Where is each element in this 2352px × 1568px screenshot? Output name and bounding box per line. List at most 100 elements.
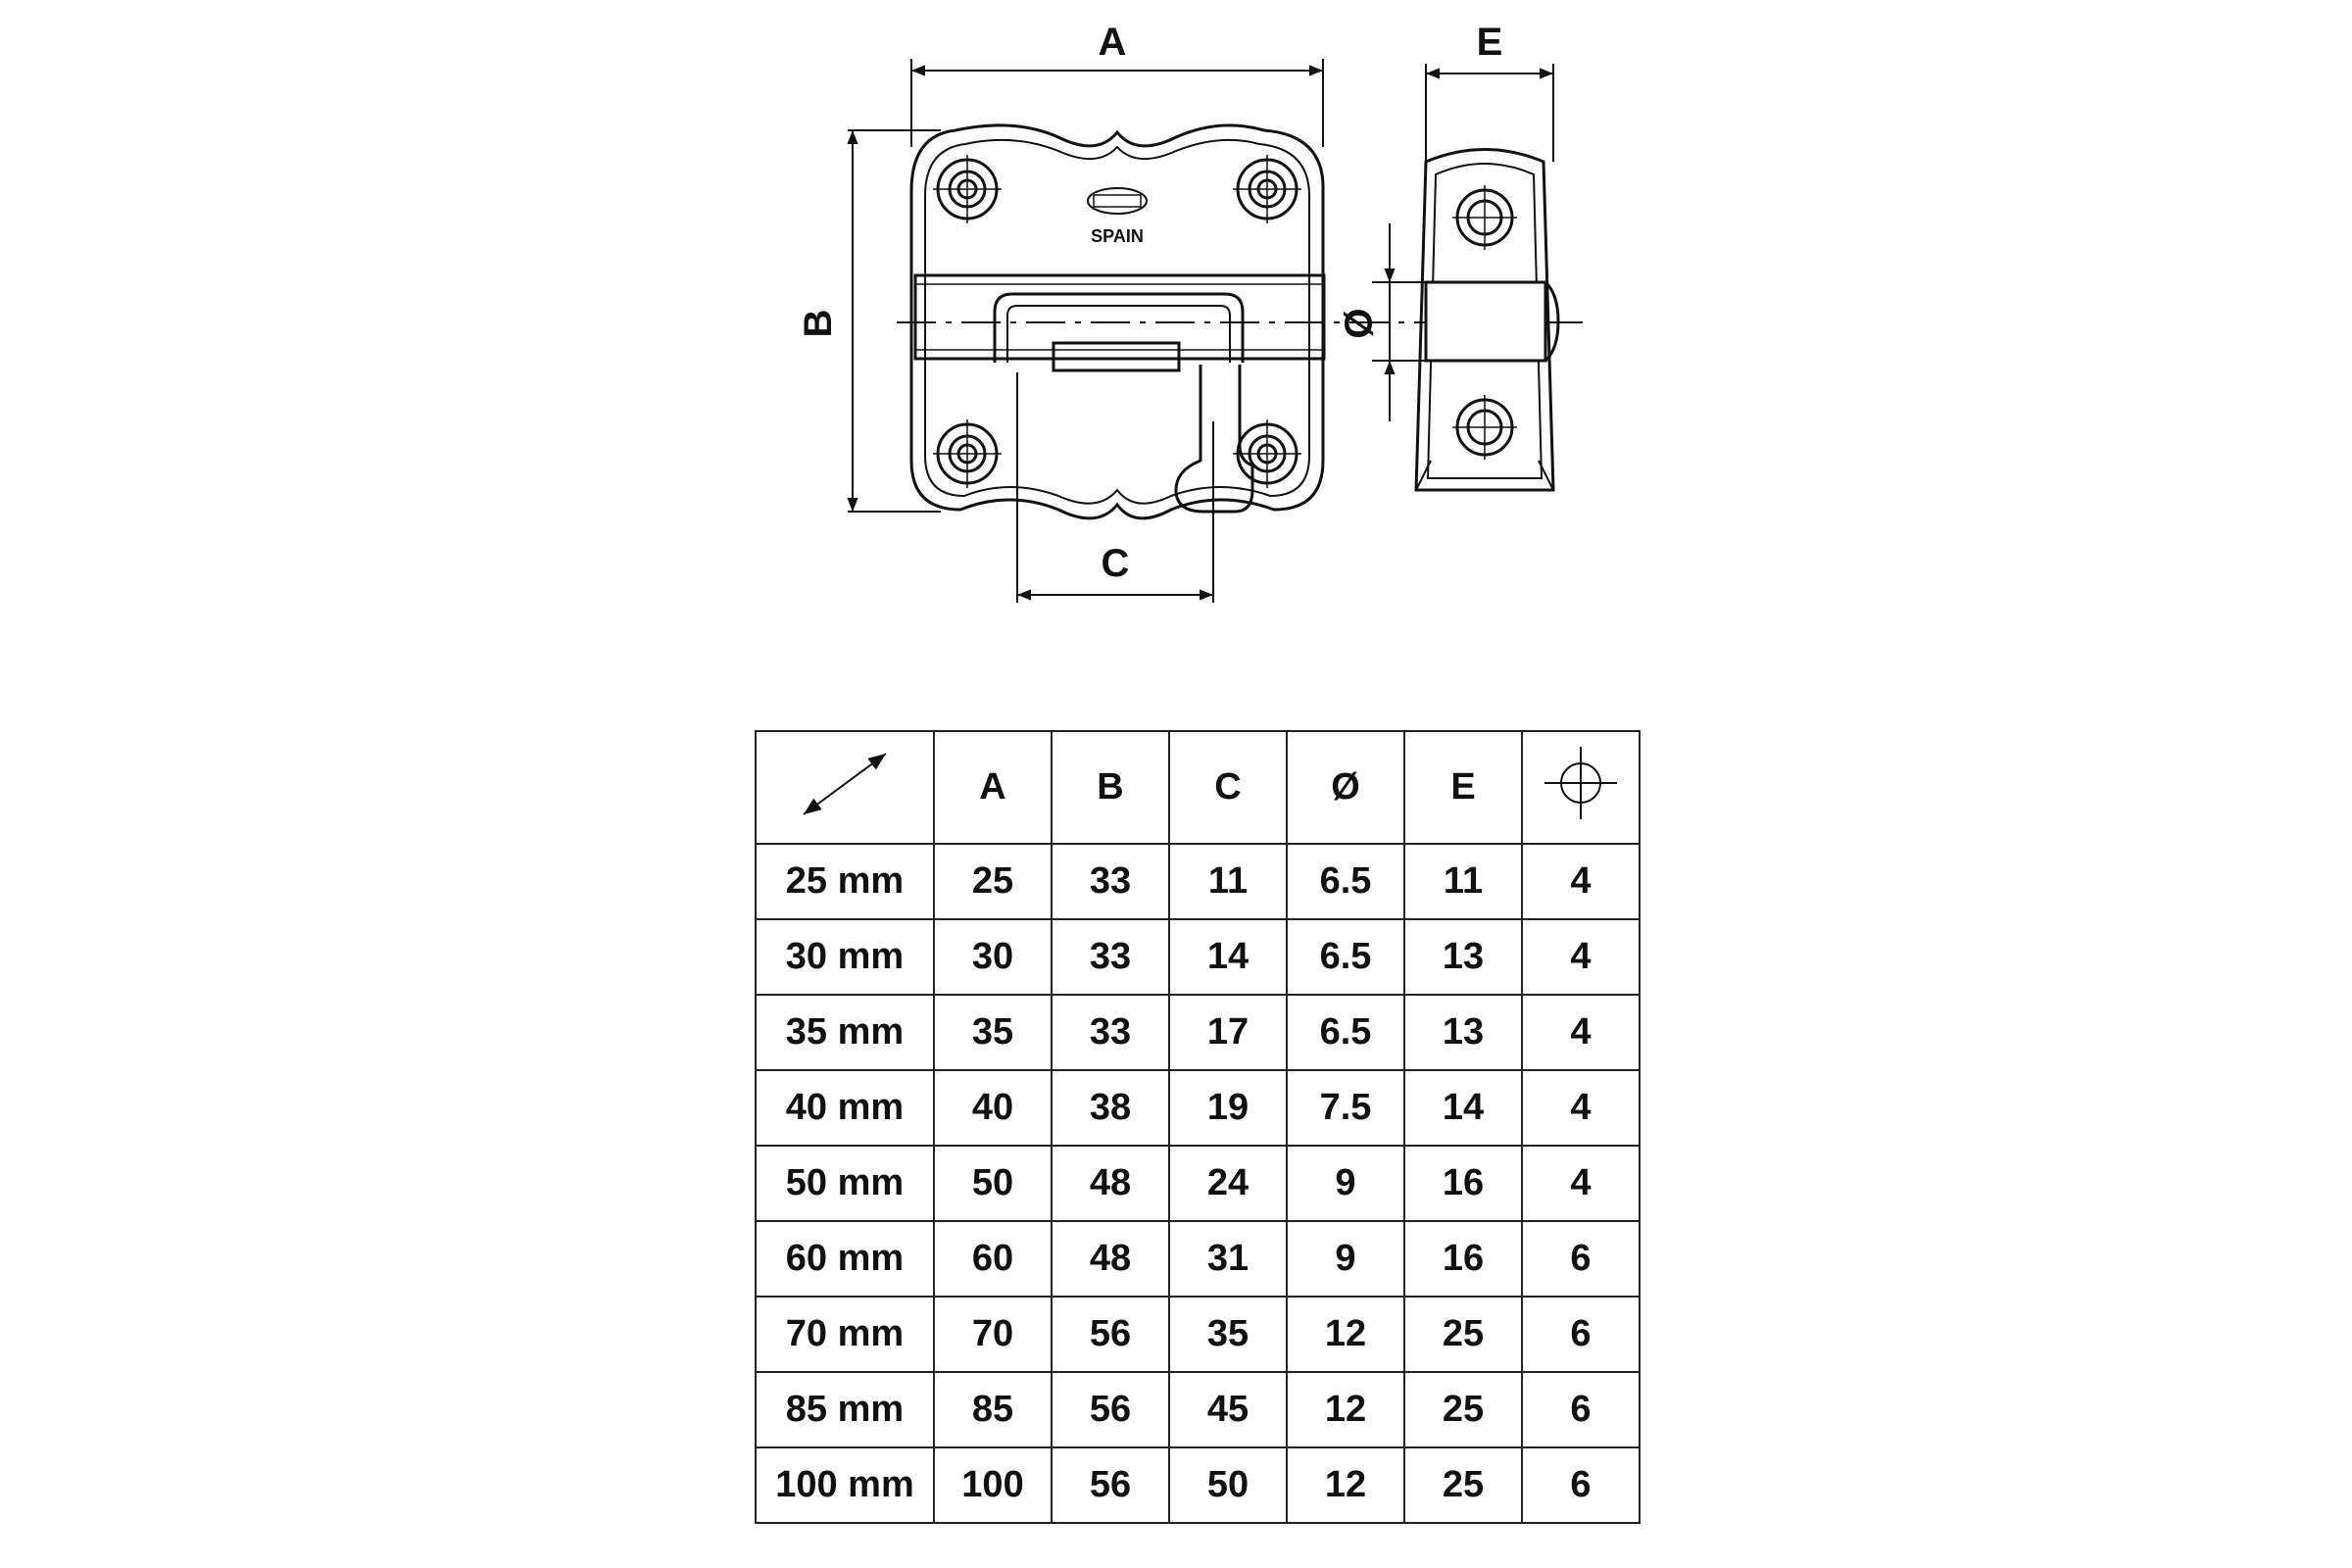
value-screws-cell: 6 <box>1521 1446 1641 1524</box>
value-b-cell: 56 <box>1051 1446 1170 1524</box>
value-a-cell: 30 <box>933 918 1053 996</box>
value-c-cell: 35 <box>1168 1296 1288 1373</box>
header-a: A <box>933 730 1053 845</box>
value-diameter-cell: 12 <box>1286 1296 1405 1373</box>
value-e-cell: 13 <box>1403 994 1523 1071</box>
value-a-cell: 35 <box>933 994 1053 1071</box>
table-body: 25 mm 25 33 11 6.5 11 4 30 mm 30 33 14 6… <box>755 843 1641 1524</box>
screw-hole-top-left <box>933 155 1002 223</box>
side-screw-hole-top <box>1452 185 1517 250</box>
dimension-c-label: C <box>1102 542 1130 585</box>
table-row: 70 mm 70 56 35 12 25 6 <box>755 1296 1641 1373</box>
value-screws-cell: 4 <box>1521 994 1641 1071</box>
size-cell: 70 mm <box>755 1296 935 1373</box>
screw-hole-bottom-right <box>1233 419 1301 488</box>
side-view-bolt <box>1424 280 1547 363</box>
value-a-cell: 25 <box>933 843 1053 920</box>
bolt-housing <box>913 273 1326 361</box>
value-c-cell: 11 <box>1168 843 1288 920</box>
value-e-cell: 14 <box>1403 1069 1523 1147</box>
bolt-knob <box>1052 341 1181 372</box>
value-e-cell: 25 <box>1403 1446 1523 1524</box>
value-c-cell: 14 <box>1168 918 1288 996</box>
dimension-e-label: E <box>1477 21 1503 64</box>
side-view-outline <box>1414 148 1555 492</box>
table-row: 100 mm 100 56 50 12 25 6 <box>755 1446 1641 1524</box>
size-cell: 35 mm <box>755 994 935 1071</box>
value-c-cell: 31 <box>1168 1220 1288 1298</box>
value-screws-cell: 6 <box>1521 1296 1641 1373</box>
dimension-a-label: A <box>1099 21 1127 64</box>
value-diameter-cell: 9 <box>1286 1145 1405 1222</box>
value-a-cell: 100 <box>933 1446 1053 1524</box>
barrel-bolt-technical-drawing: A B C E Ø SPAIN <box>797 21 1583 603</box>
size-cell: 100 mm <box>755 1446 935 1524</box>
dimensions-table: A B C Ø E 25 mm 25 33 11 6.5 11 4 30 <box>755 730 1641 1524</box>
size-cell: 40 mm <box>755 1069 935 1147</box>
mounting-plate-outline <box>909 123 1325 520</box>
value-diameter-cell: 12 <box>1286 1371 1405 1448</box>
bolt-handle <box>1174 365 1254 514</box>
value-a-cell: 60 <box>933 1220 1053 1298</box>
side-view <box>1414 148 1560 492</box>
value-b-cell: 56 <box>1051 1296 1170 1373</box>
value-screws-cell: 6 <box>1521 1220 1641 1298</box>
value-diameter-cell: 9 <box>1286 1220 1405 1298</box>
header-diameter: Ø <box>1286 730 1405 845</box>
value-diameter-cell: 7.5 <box>1286 1069 1405 1147</box>
size-cell: 25 mm <box>755 843 935 920</box>
dimension-b-label: B <box>797 310 840 338</box>
value-c-cell: 45 <box>1168 1371 1288 1448</box>
value-a-cell: 85 <box>933 1371 1053 1448</box>
value-c-cell: 19 <box>1168 1069 1288 1147</box>
value-e-cell: 11 <box>1403 843 1523 920</box>
table-header-row: A B C Ø E <box>755 730 1641 845</box>
size-cell: 60 mm <box>755 1220 935 1298</box>
table-row: 60 mm 60 48 31 9 16 6 <box>755 1220 1641 1298</box>
value-b-cell: 38 <box>1051 1069 1170 1147</box>
value-b-cell: 48 <box>1051 1220 1170 1298</box>
diagonal-arrow-icon <box>803 752 887 815</box>
dimension-diameter-label: Ø <box>1338 308 1381 338</box>
mounting-plate-inner-outline <box>924 138 1310 505</box>
value-diameter-cell: 6.5 <box>1286 918 1405 996</box>
value-screws-cell: 6 <box>1521 1371 1641 1448</box>
crosshair-screw-icon <box>1544 746 1617 819</box>
value-e-cell: 25 <box>1403 1296 1523 1373</box>
table-row: 25 mm 25 33 11 6.5 11 4 <box>755 843 1641 920</box>
value-c-cell: 17 <box>1168 994 1288 1071</box>
value-screws-cell: 4 <box>1521 1069 1641 1147</box>
bolt-slot <box>993 292 1245 363</box>
dimension-lines <box>847 59 1554 603</box>
table-row: 30 mm 30 33 14 6.5 13 4 <box>755 918 1641 996</box>
screw-hole-bottom-left <box>933 419 1002 488</box>
header-size-cell <box>755 730 935 845</box>
header-c: C <box>1168 730 1288 845</box>
value-e-cell: 16 <box>1403 1220 1523 1298</box>
header-b: B <box>1051 730 1170 845</box>
side-screw-hole-bottom <box>1452 395 1517 460</box>
value-screws-cell: 4 <box>1521 918 1641 996</box>
value-e-cell: 13 <box>1403 918 1523 996</box>
value-e-cell: 16 <box>1403 1145 1523 1222</box>
value-screws-cell: 4 <box>1521 843 1641 920</box>
value-diameter-cell: 6.5 <box>1286 843 1405 920</box>
value-a-cell: 40 <box>933 1069 1053 1147</box>
value-c-cell: 50 <box>1168 1446 1288 1524</box>
header-screws <box>1521 730 1641 845</box>
table-row: 40 mm 40 38 19 7.5 14 4 <box>755 1069 1641 1147</box>
value-b-cell: 48 <box>1051 1145 1170 1222</box>
table-row: 35 mm 35 33 17 6.5 13 4 <box>755 994 1641 1071</box>
table-row: 50 mm 50 48 24 9 16 4 <box>755 1145 1641 1222</box>
value-b-cell: 56 <box>1051 1371 1170 1448</box>
screw-hole-top-right <box>1233 155 1301 223</box>
value-a-cell: 50 <box>933 1145 1053 1222</box>
value-b-cell: 33 <box>1051 843 1170 920</box>
value-a-cell: 70 <box>933 1296 1053 1373</box>
size-cell: 30 mm <box>755 918 935 996</box>
value-b-cell: 33 <box>1051 994 1170 1071</box>
size-cell: 50 mm <box>755 1145 935 1222</box>
brand-logo-text: SPAIN <box>1091 226 1144 246</box>
value-b-cell: 33 <box>1051 918 1170 996</box>
value-e-cell: 25 <box>1403 1371 1523 1448</box>
